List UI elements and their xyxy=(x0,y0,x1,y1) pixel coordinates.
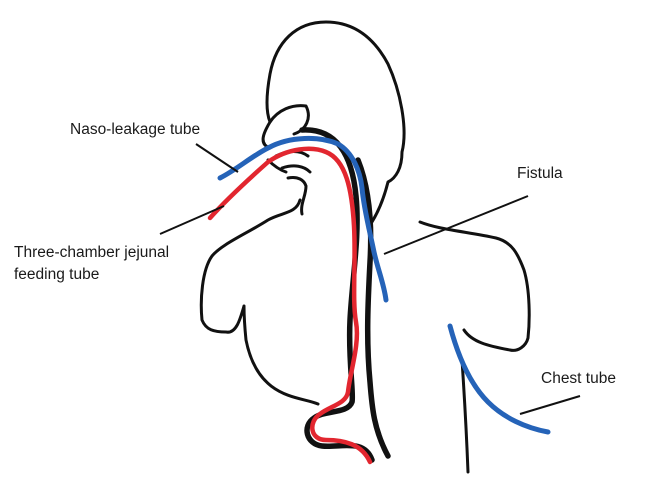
fistula-label: Fistula xyxy=(517,163,563,185)
chest-tube-label: Chest tube xyxy=(541,368,616,390)
leader-chest-tube xyxy=(520,396,580,414)
leader-fistula xyxy=(384,196,528,254)
leader-jejunal xyxy=(160,206,224,234)
face-profile xyxy=(270,106,310,214)
jejunal-label-line-1: Three-chamber jejunal xyxy=(14,242,169,264)
jejunal-feeding-tube xyxy=(210,149,370,462)
leader-naso-leakage xyxy=(196,144,238,172)
naso-leakage-tube-label: Naso-leakage tube xyxy=(70,119,200,141)
body-outline xyxy=(201,22,529,472)
jejunal-label-line-2: feeding tube xyxy=(14,264,169,286)
jejunal-feeding-tube-label: Three-chamber jejunal feeding tube xyxy=(14,242,169,287)
